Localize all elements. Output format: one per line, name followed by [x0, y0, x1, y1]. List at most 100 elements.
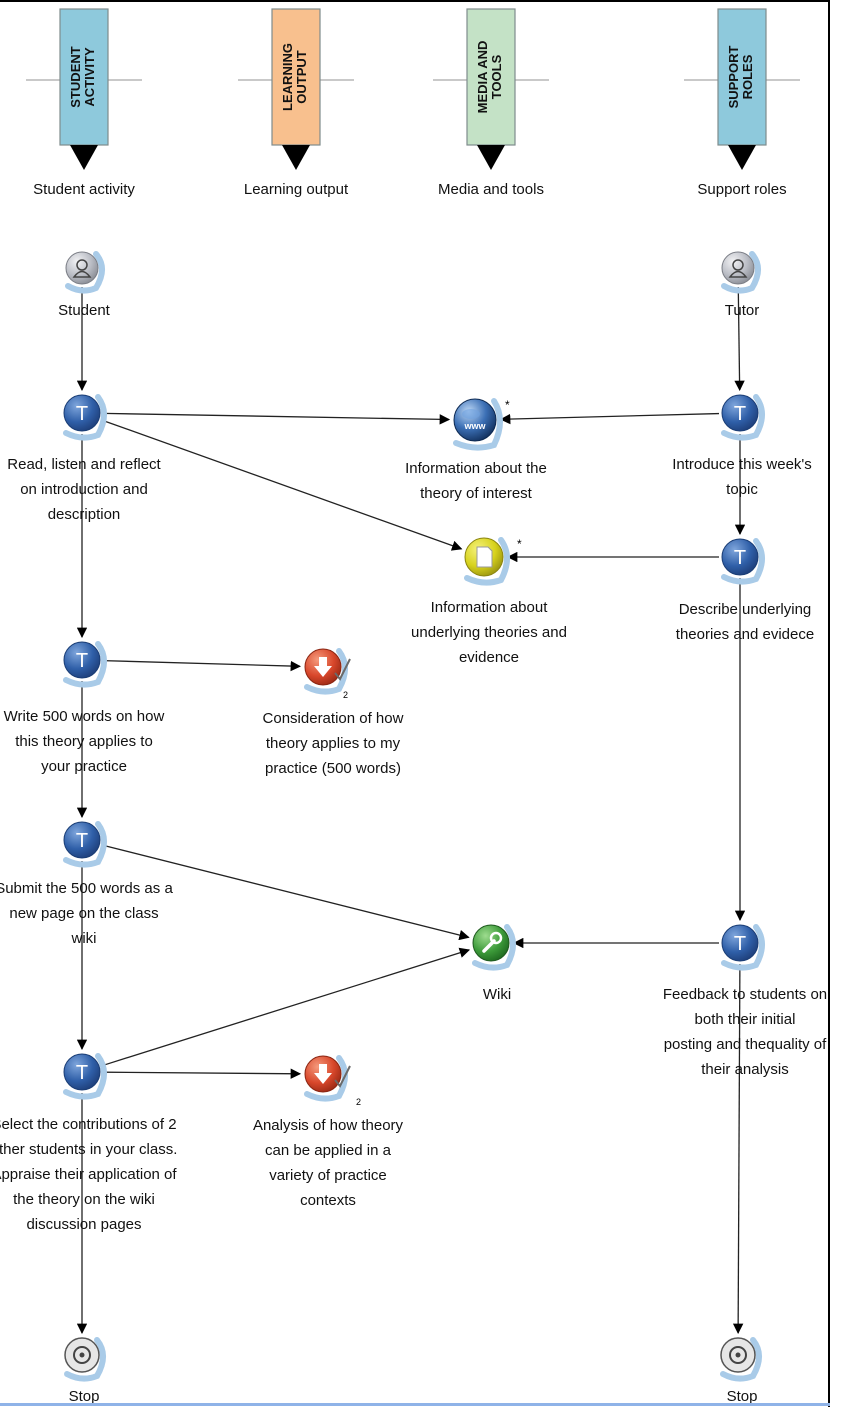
- lane-tag-line-1: LEARNING: [280, 43, 295, 111]
- icon-halo: [65, 251, 105, 294]
- task-icon: T: [63, 641, 101, 679]
- icon-halo: [63, 821, 107, 868]
- node-label-line: Feedback to students on: [662, 986, 828, 1003]
- edge-t2-to-out1: [102, 659, 302, 672]
- node-label-line: their analysis: [701, 1061, 789, 1078]
- checkmark-icon: [334, 658, 351, 681]
- node-label-line: Write 500 words on how: [3, 708, 165, 725]
- task-icon: T: [63, 394, 101, 432]
- node-label-t3: Submit the 500 words as a new page on the…: [0, 876, 214, 951]
- lane-tag-arrow: [728, 145, 756, 170]
- lane-title-1: Learning output: [243, 181, 349, 198]
- node-doc[interactable]: [464, 537, 510, 586]
- lane-tag: [59, 8, 109, 146]
- node-label-wiki: Wiki: [367, 982, 627, 1007]
- node-out1[interactable]: [304, 648, 351, 695]
- node-label-line: practice (500 words): [265, 760, 401, 777]
- task-icon-glyph: T: [734, 933, 746, 955]
- icon-halo: [721, 924, 765, 971]
- node-tutor[interactable]: [721, 251, 761, 294]
- node-label-line: variety of practice: [269, 1167, 387, 1184]
- node-label-out2: Analysis of how theory can be applied in …: [198, 1113, 458, 1213]
- lane-tag: [271, 8, 321, 146]
- node-label-line: posting and thequality of: [663, 1036, 827, 1053]
- node-t3[interactable]: T: [63, 821, 107, 868]
- edge-tutor3-to-stop2: [732, 963, 744, 1335]
- wrench-icon: [472, 924, 510, 962]
- node-label-line: description: [47, 506, 121, 523]
- icon-halo: [464, 537, 510, 586]
- node-label-line: Stop: [68, 1388, 100, 1405]
- node-label-line: discussion pages: [26, 1216, 142, 1233]
- edges-layer: [76, 286, 746, 1335]
- task-icon: T: [721, 538, 759, 576]
- edge-t1-to-www: [102, 412, 451, 425]
- lane-tag: [466, 8, 516, 146]
- node-student[interactable]: [65, 251, 105, 294]
- multiple-marker: *: [505, 398, 510, 412]
- node-label-student: Student: [0, 298, 214, 323]
- output-icon: [304, 648, 351, 686]
- node-label-line: the theory on the wiki: [13, 1191, 155, 1208]
- node-label-line: Submit the 500 words as a: [0, 880, 173, 897]
- globe-icon-glyph: www: [463, 421, 486, 431]
- node-out2[interactable]: [304, 1055, 351, 1102]
- lane-tag-line-1: MEDIA AND: [475, 41, 490, 114]
- node-t1[interactable]: T: [63, 394, 107, 441]
- node-label-line: Stop: [726, 1388, 758, 1405]
- node-label-line: on introduction and: [20, 481, 148, 498]
- task-icon-glyph: T: [76, 403, 88, 425]
- edge-tutor-to-tutor1: [734, 286, 745, 392]
- node-label-out1: Consideration of how theory applies to my…: [203, 706, 463, 781]
- node-label-stop1: Stop: [0, 1384, 214, 1407]
- icon-halo: [64, 1337, 106, 1382]
- count-marker: 2: [356, 1097, 362, 1107]
- task-icon-glyph: T: [76, 650, 88, 672]
- node-label-line: Analysis of how theory: [252, 1117, 404, 1134]
- node-label-line: topic: [726, 481, 758, 498]
- edge-t4-to-out2: [102, 1068, 302, 1079]
- person-icon: [65, 251, 99, 285]
- node-label-line: Information about: [430, 599, 548, 616]
- node-tutor3[interactable]: T: [721, 924, 765, 971]
- node-t4[interactable]: T: [63, 1053, 107, 1100]
- node-label-line: new page on the class: [9, 905, 159, 922]
- node-label-line: can be applied in a: [265, 1142, 391, 1159]
- node-label-t2: Write 500 words on how this theory applie…: [0, 704, 214, 779]
- lane-tag: [717, 8, 767, 146]
- node-wiki[interactable]: [472, 924, 516, 971]
- node-tutor1[interactable]: T: [721, 394, 765, 441]
- node-stop2[interactable]: [720, 1337, 762, 1382]
- node-label-line: Consideration of how: [262, 710, 404, 727]
- icon-halo: [721, 251, 761, 294]
- node-tutor2[interactable]: T: [721, 538, 765, 585]
- icon-halo: [304, 648, 348, 695]
- node-stop1[interactable]: [64, 1337, 106, 1382]
- node-label-line: evidence: [458, 649, 520, 666]
- icon-halo: [720, 1337, 762, 1382]
- icon-halo: [472, 924, 516, 971]
- icon-halo: [63, 641, 107, 688]
- node-label-line: Select the contributions of 2: [0, 1116, 177, 1133]
- edge-t3-to-wiki: [102, 844, 470, 941]
- lane-tag-arrow: [477, 145, 505, 170]
- task-icon: T: [63, 821, 101, 859]
- node-label-line: your practice: [41, 758, 127, 775]
- task-icon: T: [63, 1053, 101, 1091]
- node-label-line: this theory applies to: [15, 733, 153, 750]
- node-t2[interactable]: T: [63, 641, 107, 688]
- node-www[interactable]: www: [453, 398, 503, 451]
- node-label-line: theory applies to my: [265, 735, 401, 752]
- icon-halo: [304, 1055, 348, 1102]
- frame-top-border: [0, 0, 830, 2]
